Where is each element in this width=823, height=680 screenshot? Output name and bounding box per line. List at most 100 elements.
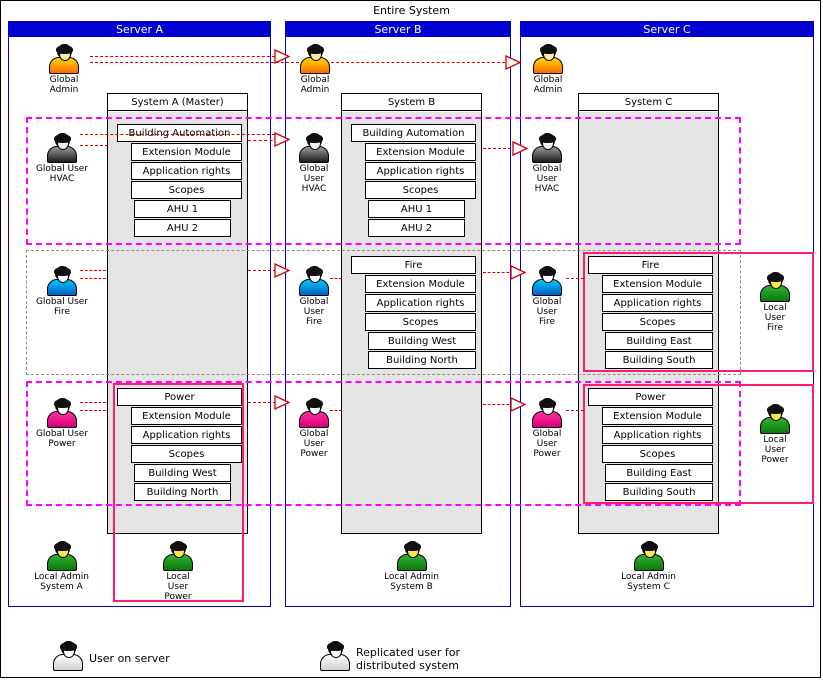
tree-node-root[interactable]: Fire [351, 256, 476, 274]
tree-node-child[interactable]: Extension Module [131, 143, 242, 161]
tree-node-child[interactable]: Extension Module [131, 407, 242, 425]
tree-node-child[interactable]: Application rights [602, 426, 713, 444]
replication-line [566, 410, 584, 411]
legend-user-icon-2 [315, 641, 355, 671]
tree-node-child[interactable]: Scopes [365, 313, 476, 331]
user-icon [756, 272, 794, 302]
replication-line [80, 410, 106, 411]
tree-node-root[interactable]: Building Automation [351, 124, 476, 142]
person-global-user-power-a[interactable]: Global User Power [26, 398, 98, 449]
tree-node-root[interactable]: Power [588, 388, 713, 406]
tree-node-child[interactable]: Extension Module [602, 407, 713, 425]
tree-node-scope[interactable]: AHU 1 [134, 200, 231, 218]
replication-arrowhead [510, 265, 526, 280]
tree-node-child[interactable]: Application rights [131, 162, 242, 180]
tree-node-child[interactable]: Scopes [131, 181, 242, 199]
person-local-admin-b[interactable]: Local Admin System B [375, 541, 448, 592]
tree-node-scope[interactable]: Building North [134, 483, 231, 501]
user-icon [43, 541, 81, 571]
person-global-user-hvac-a[interactable]: Global User HVAC [26, 133, 98, 184]
tree-node-child[interactable]: Extension Module [365, 143, 476, 161]
person-label: Local User Power [761, 435, 789, 465]
person-global-user-fire-a[interactable]: Global User Fire [26, 266, 98, 317]
tree-node-scope[interactable]: Building East [605, 464, 713, 482]
tree-node-scope[interactable]: AHU 2 [368, 219, 465, 237]
person-label: Local User Power [164, 572, 192, 602]
tree-node-scope[interactable]: Building West [368, 332, 476, 350]
replication-line [80, 402, 106, 403]
person-label: Local Admin System A [34, 572, 89, 592]
user-icon [296, 44, 334, 74]
tree-node-child[interactable]: Application rights [602, 294, 713, 312]
server-header-a: Server A [9, 22, 270, 37]
person-global-user-power-c[interactable]: Global User Power [524, 398, 570, 459]
user-icon [49, 641, 87, 671]
person-global-user-power-b[interactable]: Global User Power [291, 398, 337, 459]
person-local-admin-a[interactable]: Local Admin System A [25, 541, 98, 592]
tree-node-root[interactable]: Building Automation [117, 124, 242, 142]
tree-node-scope[interactable]: AHU 1 [368, 200, 465, 218]
tree-node-scope[interactable]: Building South [605, 351, 713, 369]
replication-line [483, 148, 516, 149]
tree-node-scope[interactable]: AHU 2 [134, 219, 231, 237]
person-global-admin-c[interactable]: Global Admin [524, 44, 572, 95]
system-title-c: System C [579, 94, 718, 111]
tree-node-scope[interactable]: Building North [368, 351, 476, 369]
tree-node-child[interactable]: Application rights [365, 162, 476, 180]
user-icon [528, 133, 566, 163]
person-local-user-power-c[interactable]: Local User Power [752, 404, 798, 465]
tree-node-child[interactable]: Scopes [365, 181, 476, 199]
tree-node-child[interactable]: Application rights [131, 426, 242, 444]
tree-node-child[interactable]: Extension Module [365, 275, 476, 293]
person-global-user-fire-b[interactable]: Global User Fire [291, 266, 337, 327]
person-global-user-fire-c[interactable]: Global User Fire [524, 266, 570, 327]
person-label: Local Admin System B [384, 572, 439, 592]
tree-node-child[interactable]: Scopes [602, 445, 713, 463]
legend-user-icon-1 [48, 641, 88, 671]
tree-node-child[interactable]: Extension Module [602, 275, 713, 293]
user-icon [43, 398, 81, 428]
group-box-hvac [26, 117, 741, 245]
instance-box-power-a [113, 383, 244, 602]
legend-item-replicated-user [315, 641, 355, 671]
tree-node-child[interactable]: Application rights [365, 294, 476, 312]
person-local-user-fire-c[interactable]: Local User Fire [752, 272, 798, 333]
replication-line [80, 278, 106, 279]
person-label: Global Admin [533, 75, 563, 95]
user-icon [43, 266, 81, 296]
replication-arrowhead [505, 55, 521, 70]
tree-node-child[interactable]: Scopes [131, 445, 242, 463]
legend-label-user-on-server: User on server [89, 652, 170, 665]
user-icon [316, 641, 354, 671]
server-header-b: Server B [286, 22, 510, 37]
instance-box-power-c [583, 384, 814, 504]
user-icon [393, 541, 431, 571]
tree-node-root[interactable]: Power [117, 388, 242, 406]
user-icon [528, 266, 566, 296]
system-title-b: System B [342, 94, 481, 111]
tree-node-scope[interactable]: Building West [134, 464, 231, 482]
user-icon [295, 133, 333, 163]
person-local-user-power-a[interactable]: Local User Power [155, 541, 201, 602]
person-local-admin-c[interactable]: Local Admin System C [612, 541, 685, 592]
replication-arrowhead [274, 263, 290, 278]
replication-line [248, 402, 276, 403]
user-icon [295, 398, 333, 428]
server-column-b[interactable]: Server B [285, 21, 511, 607]
tree-node-child[interactable]: Scopes [602, 313, 713, 331]
person-global-admin-a[interactable]: Global Admin [40, 44, 88, 95]
tree-node-scope[interactable]: Building South [605, 483, 713, 501]
person-global-user-hvac-c[interactable]: Global User HVAC [524, 133, 570, 194]
person-global-user-hvac-b[interactable]: Global User HVAC [291, 133, 337, 194]
person-global-admin-b[interactable]: Global Admin [291, 44, 339, 95]
instance-box-fire-c [583, 252, 814, 372]
user-icon [630, 541, 668, 571]
replication-line [330, 278, 342, 279]
server-column-a[interactable]: Server A [8, 21, 271, 607]
tree-node-root[interactable]: Fire [588, 256, 713, 274]
tree-node-scope[interactable]: Building East [605, 332, 713, 350]
person-label: Global User HVAC [532, 164, 562, 194]
user-icon [295, 266, 333, 296]
replication-arrowhead [274, 395, 290, 410]
